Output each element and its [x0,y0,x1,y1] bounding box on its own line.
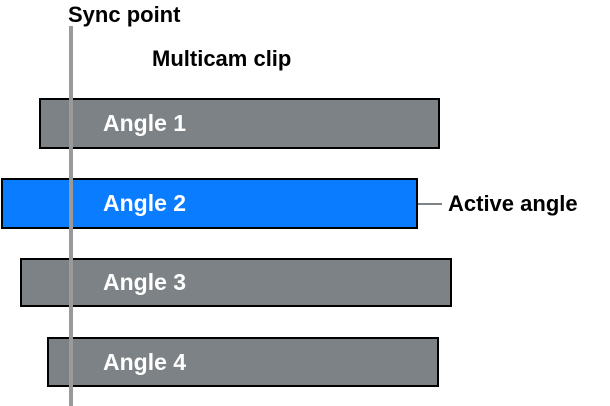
multicam-clip-label: Multicam clip [152,46,292,71]
angle-3-clip[interactable]: Angle 3 [20,258,452,307]
angle-4-label: Angle 4 [103,348,187,375]
active-angle-label: Active angle [448,191,578,216]
angle-1-label: Angle 1 [103,110,187,136]
angle-3-label: Angle 3 [103,269,187,295]
active-angle-leader-line [418,203,442,205]
angle-2-clip[interactable]: Angle 2 [1,178,418,229]
angle-4-clip[interactable]: Angle 4 [47,337,439,387]
angle-1-clip[interactable]: Angle 1 [39,98,440,149]
angle-2-label: Angle 2 [103,190,187,216]
sync-point-line [69,26,73,406]
sync-point-label: Sync point [68,2,181,27]
